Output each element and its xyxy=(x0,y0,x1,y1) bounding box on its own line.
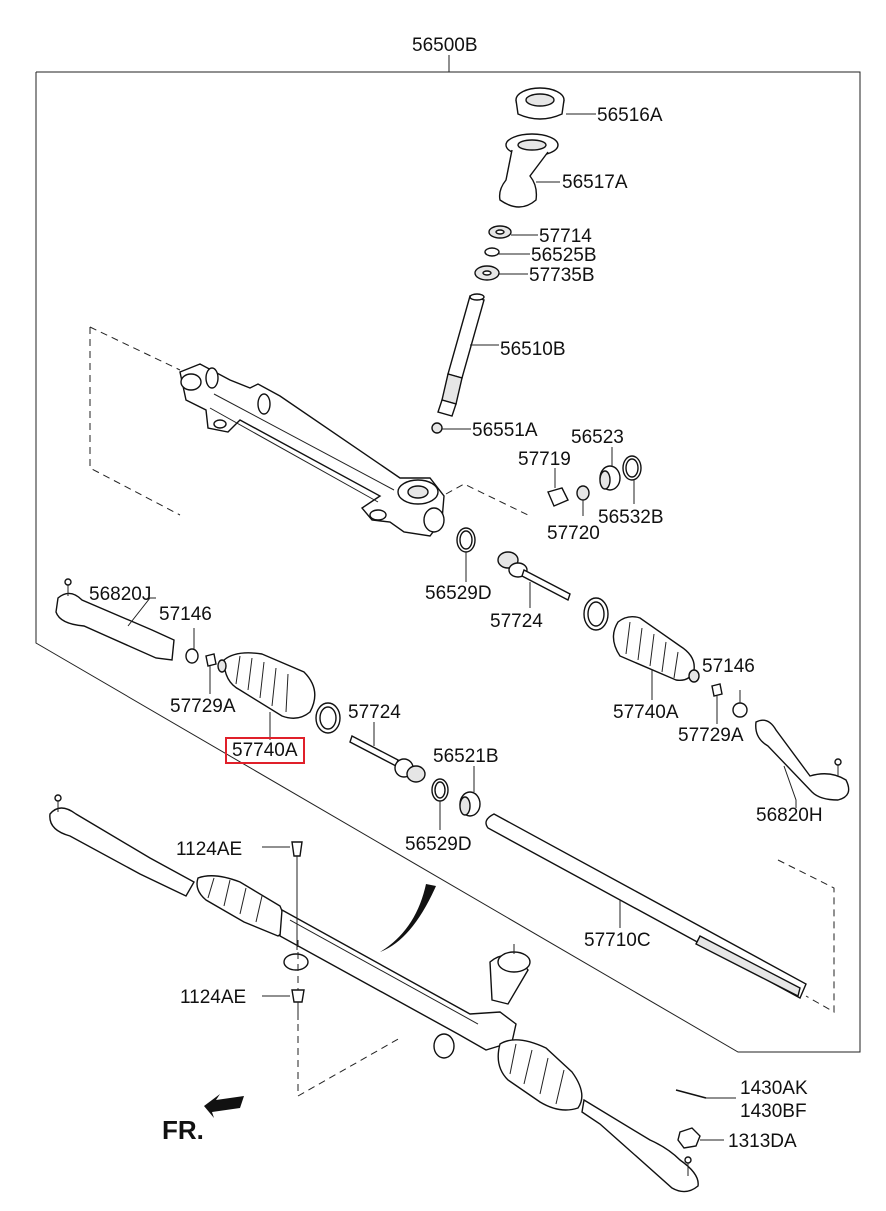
part-56521b-icon xyxy=(459,766,481,817)
assembly-number: 56500B xyxy=(412,35,478,56)
part-57724-top-icon xyxy=(497,551,571,608)
part-1430ak-icon xyxy=(675,1089,736,1099)
label-57740a-right: 57740A xyxy=(613,702,679,723)
part-clamp-left-icon xyxy=(315,702,341,734)
part-57714-icon xyxy=(488,225,538,239)
part-57740a-left-icon xyxy=(217,652,316,740)
label-56516a: 56516A xyxy=(597,105,663,126)
label-56510b: 56510B xyxy=(500,339,566,360)
label-57719: 57719 xyxy=(518,449,571,470)
label-56820j: 56820J xyxy=(89,584,152,605)
label-56820h: 56820H xyxy=(756,805,823,826)
label-1313da: 1313DA xyxy=(728,1131,797,1152)
part-56820h-icon xyxy=(755,719,850,808)
part-57720-icon xyxy=(576,485,590,516)
part-56529d-top-icon xyxy=(456,527,476,582)
front-label: FR. xyxy=(162,1115,204,1145)
label-56529d-top: 56529D xyxy=(425,583,492,604)
assembly-frame xyxy=(35,55,861,1053)
label-57735b: 57735B xyxy=(529,265,595,286)
part-56510b-icon xyxy=(437,293,499,417)
label-1124ae-b: 1124AE xyxy=(180,987,247,1008)
part-57146-right-icon xyxy=(732,690,748,718)
part-56532b-icon xyxy=(622,455,642,504)
label-57720: 57720 xyxy=(547,523,600,544)
lower-assembly-icon xyxy=(49,794,699,1193)
label-56517a: 56517A xyxy=(562,172,628,193)
part-56517a-icon xyxy=(498,133,560,208)
label-57714: 57714 xyxy=(539,226,592,247)
label-57724-top: 57724 xyxy=(490,611,543,632)
part-56523-icon xyxy=(599,447,621,491)
label-56529d-mid: 56529D xyxy=(405,834,472,855)
label-1430ak: 1430AK xyxy=(740,1078,808,1099)
label-57740a-left-highlighted: 57740A xyxy=(225,737,305,764)
part-56516a-icon xyxy=(515,87,596,120)
front-arrow-icon xyxy=(204,1094,244,1118)
part-56525b-icon xyxy=(484,247,530,257)
label-57729a-left: 57729A xyxy=(170,696,236,717)
label-56521b: 56521B xyxy=(433,746,499,767)
label-57729a-right: 57729A xyxy=(678,725,744,746)
label-57146-left: 57146 xyxy=(159,604,212,625)
part-57146-left-icon xyxy=(185,628,199,664)
label-56532b: 56532B xyxy=(598,507,664,528)
part-56820j-icon xyxy=(55,578,175,661)
part-56551a-icon xyxy=(431,422,471,434)
label-56523: 56523 xyxy=(571,427,624,448)
part-57719-icon xyxy=(547,468,569,507)
part-57710c-icon xyxy=(485,813,835,1013)
part-1313da-icon xyxy=(677,1127,724,1149)
part-57729a-left-icon xyxy=(205,653,217,694)
part-57740a-right-icon xyxy=(612,615,700,700)
label-57724-mid: 57724 xyxy=(348,702,401,723)
direction-arrow-icon xyxy=(380,884,436,952)
part-57724-mid-icon xyxy=(349,722,426,783)
part-clamp-right-icon xyxy=(583,597,609,631)
part-57729a-right-icon xyxy=(711,683,723,724)
label-56551a: 56551A xyxy=(472,420,538,441)
part-56529d-mid-icon xyxy=(431,778,449,830)
part-57735b-icon xyxy=(474,265,528,281)
label-57146-right: 57146 xyxy=(702,656,755,677)
label-57710c: 57710C xyxy=(584,930,651,951)
label-1430bf: 1430BF xyxy=(740,1101,807,1122)
label-1124ae-a: 1124AE xyxy=(176,839,243,860)
upper-housing-icon xyxy=(89,326,531,537)
label-56525b: 56525B xyxy=(531,245,597,266)
